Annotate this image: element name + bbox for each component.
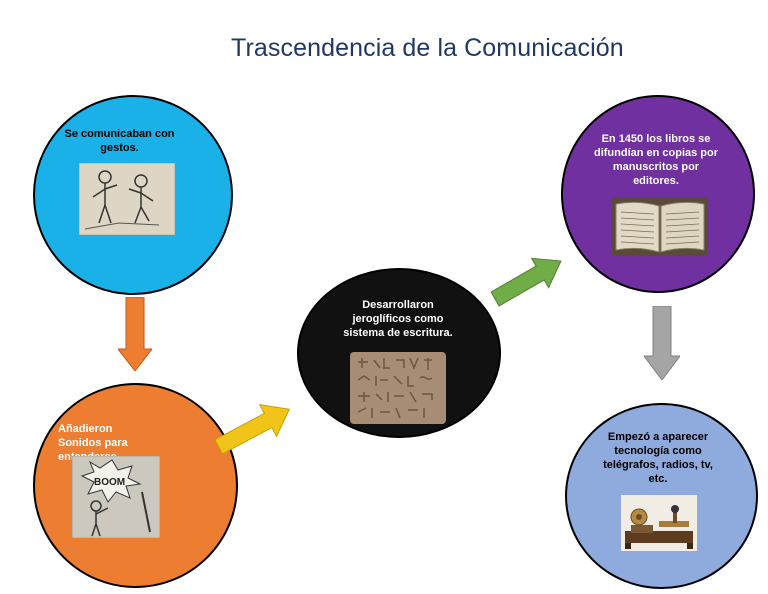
arrow-down-gray [644,306,680,380]
page-title: Trascendencia de la Comunicación [231,34,624,62]
stick-figures-drawing-image [79,163,175,235]
arrow-down-orange [118,297,152,371]
node-jeroglificos-label: Desarrollaron jeroglíficos como sistema … [343,299,453,339]
hieroglyph-tablet-image [350,352,446,424]
old-book-image [612,198,708,256]
telegraph-device-image [621,495,697,551]
node-libros-label: En 1450 los libros se difundían en copia… [593,133,719,187]
arrow-diagonal-yellow [214,398,294,458]
boom-drawing-image: BOOM [72,456,160,538]
node-libros [561,95,755,293]
boom-text: BOOM [94,477,125,488]
node-tecnologia-label: Empezó a aparecer tecnología como telégr… [603,431,713,485]
node-gestos-label: Se comunicaban con gestos. [64,128,175,154]
arrow-diagonal-green [490,251,566,309]
